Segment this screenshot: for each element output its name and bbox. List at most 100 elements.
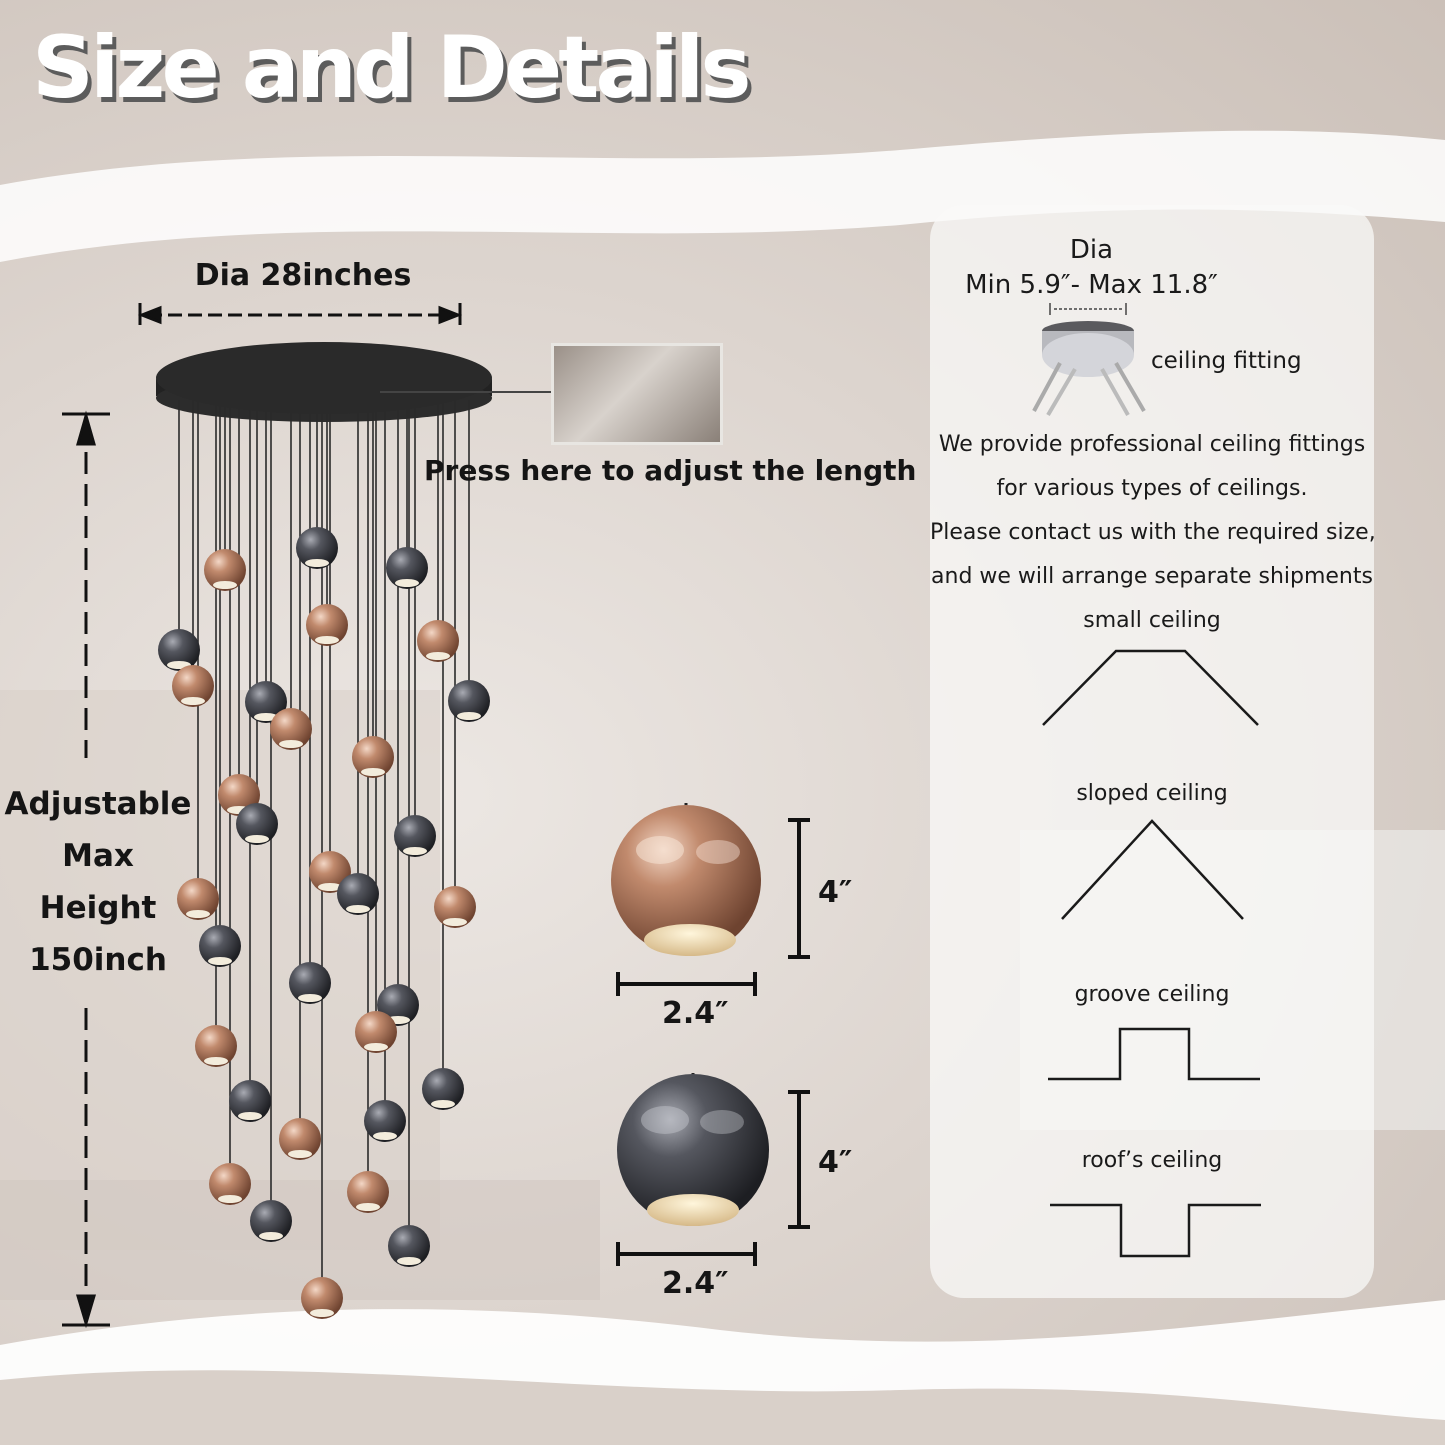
gunmetal-pendant <box>386 547 428 589</box>
rose-gold-pendant <box>417 620 459 662</box>
roofs-ceiling-label: roof’s ceiling <box>1081 1148 1223 1173</box>
pendant-bulb <box>310 1309 334 1317</box>
roofs-ceiling-diagram <box>1050 1203 1261 1258</box>
gunmetal-pendant <box>250 1200 292 1242</box>
rose-gold-pendant <box>301 1277 343 1319</box>
pendant-bulb <box>218 1195 242 1203</box>
pendant-bulb <box>259 1232 283 1240</box>
page-title: Size and Details <box>32 18 752 118</box>
gunmetal-pendant <box>388 1225 430 1267</box>
pendant-bulb <box>346 905 370 913</box>
canopy <box>156 342 492 422</box>
description-line: for various types of ceilings. <box>996 476 1308 501</box>
description-line: Please contact us with the required size… <box>930 520 1376 545</box>
pendant-bulb <box>288 1150 312 1158</box>
pendant-bulb <box>364 1043 388 1051</box>
rose-gold-pendant <box>204 549 246 591</box>
adjuster-closeup-image <box>551 343 723 445</box>
pendant-bulb <box>373 1132 397 1140</box>
pendant-bulb <box>443 918 467 926</box>
gunmetal-globe-width: 2.4″ <box>662 1266 729 1301</box>
pendant-bulb <box>186 910 210 918</box>
gunmetal-pendant <box>296 527 338 569</box>
pendant-bulb <box>395 579 419 587</box>
gunmetal-globe-large <box>617 1073 769 1226</box>
gunmetal-pendant <box>422 1068 464 1110</box>
pendant-bulb <box>397 1257 421 1265</box>
gunmetal-pendant <box>229 1080 271 1122</box>
pendant-bulb <box>426 652 450 660</box>
rose-gold-pendant <box>347 1171 389 1213</box>
pendant-bulb <box>279 740 303 748</box>
gunmetal-pendant <box>199 925 241 967</box>
rose-gold-pendant <box>355 1011 397 1053</box>
pendant-bulb <box>181 697 205 705</box>
adjust-length-label: Press here to adjust the length <box>424 454 917 487</box>
ceiling-fitting-panel: Dia Min 5.9″- Max 11.8″ ceiling fitting … <box>930 205 1376 1298</box>
groove-ceiling-diagram <box>1048 1027 1260 1081</box>
height-label-line1: Adjustable <box>4 786 192 822</box>
sloped-ceiling-diagram <box>1061 819 1244 920</box>
pendant-bulb <box>298 994 322 1002</box>
gunmetal-pendant <box>158 629 200 671</box>
pendant-bulb <box>431 1100 455 1108</box>
pendant-bulb <box>305 559 329 567</box>
pendant-bulb <box>213 581 237 589</box>
rose-gold-pendant <box>270 708 312 750</box>
rose-globe-large <box>611 803 761 956</box>
pendant-bulb <box>204 1057 228 1065</box>
sloped-ceiling-label: sloped ceiling <box>1076 781 1228 806</box>
fitting-diameter-label: Dia Min 5.9″- Max 11.8″ <box>930 233 1253 303</box>
diameter-label: Dia 28inches <box>194 258 412 293</box>
pendant-bulb <box>208 957 232 965</box>
height-arrow <box>62 410 110 1329</box>
pendant-bulb <box>315 636 339 644</box>
fitting-dia-title: Dia <box>1069 235 1114 265</box>
rose-gold-pendant <box>177 878 219 920</box>
small-ceiling-label: small ceiling <box>1083 608 1221 633</box>
rose-globe-height: 4″ <box>818 875 853 910</box>
pendant-bulb <box>254 713 278 721</box>
gunmetal-pendant <box>245 681 287 723</box>
rose-gold-pendant <box>209 1163 251 1205</box>
pendant-cluster <box>158 400 490 1319</box>
gunmetal-pendant <box>364 1100 406 1142</box>
pendant-bulb <box>245 835 269 843</box>
description-line: We provide professional ceiling fittings <box>938 432 1366 457</box>
fitting-dimension <box>1049 303 1127 315</box>
height-label-line2: Max Height <box>39 838 157 926</box>
pendant-bulb <box>361 768 385 776</box>
diameter-arrow <box>137 303 463 325</box>
pendant-bulb <box>238 1112 262 1120</box>
ceiling-diagrams <box>1042 649 1261 1258</box>
gunmetal-pendant <box>236 803 278 845</box>
pendant-bulb <box>403 847 427 855</box>
rose-globe-width: 2.4″ <box>662 996 729 1031</box>
panel-art <box>1032 303 1261 1258</box>
small-ceiling-diagram <box>1042 649 1259 726</box>
gunmetal-pendant <box>289 962 331 1004</box>
bottom-wave-shade <box>0 1370 1445 1445</box>
rose-gold-pendant <box>434 886 476 928</box>
height-label: Adjustable Max Height 150inch <box>0 778 196 986</box>
rose-gold-pendant <box>195 1025 237 1067</box>
rose-gold-pendant <box>279 1118 321 1160</box>
ceiling-fitting-image <box>1032 321 1146 417</box>
gunmetal-globe-height: 4″ <box>818 1145 853 1180</box>
globe-dimensions <box>616 818 810 1266</box>
rose-gold-pendant <box>306 604 348 646</box>
pendant-bulb <box>318 883 342 891</box>
ceiling-fitting-label: ceiling fitting <box>1151 348 1302 374</box>
pendant-bulb <box>356 1203 380 1211</box>
gunmetal-pendant <box>394 815 436 857</box>
description-line: and we will arrange separate shipments <box>931 564 1373 589</box>
gunmetal-pendant <box>448 680 490 722</box>
top-wave <box>0 130 1445 262</box>
fitting-dia-range: Min 5.9″- Max 11.8″ <box>965 270 1218 300</box>
bed-shape <box>0 1180 600 1300</box>
height-label-line3: 150inch <box>29 942 167 978</box>
rose-gold-pendant <box>172 665 214 707</box>
fitting-description: We provide professional ceiling fittings… <box>930 423 1376 599</box>
